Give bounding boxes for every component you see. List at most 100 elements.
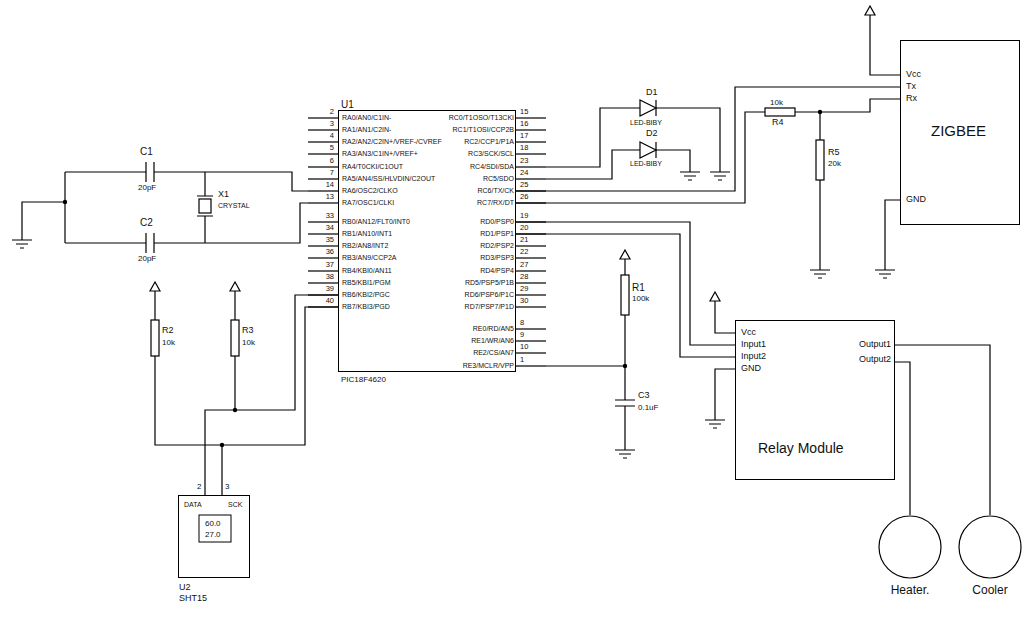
pin-name: RB4/KBI0/AN11 xyxy=(342,267,392,275)
part-label: 10k xyxy=(242,339,255,348)
pin-name: RC4/SDI/SDA xyxy=(470,163,514,171)
pin-stub xyxy=(516,221,546,222)
capacitor-symbol xyxy=(615,400,635,406)
vcc-symbol xyxy=(230,282,240,291)
part-label: LED-BIBY xyxy=(630,119,662,127)
zigbee-module: VccTxRxGNDZIGBEE xyxy=(900,40,1020,225)
pin-number: 17 xyxy=(520,132,528,140)
pin-stub xyxy=(308,141,338,142)
ground-symbol xyxy=(810,270,830,278)
pin-stub xyxy=(308,306,338,307)
pin-name: RA0/AN0/C1IN- xyxy=(342,114,391,122)
pin-number: 39 xyxy=(326,285,334,293)
part-label: R5 xyxy=(828,148,840,158)
resistor-symbol xyxy=(816,140,824,180)
part-label: D2 xyxy=(646,129,658,139)
signal-wire xyxy=(516,87,900,191)
junction-dot xyxy=(63,200,67,204)
pin-stub xyxy=(308,166,338,167)
signal-wire xyxy=(895,362,910,515)
resistor-symbol xyxy=(151,320,159,356)
led-symbol xyxy=(655,100,656,116)
circle-outline xyxy=(958,515,1022,579)
ground-symbol xyxy=(680,172,700,180)
pin-name: RB7/KBI3/PGD xyxy=(342,303,390,311)
node-text: Heater. xyxy=(891,584,930,597)
pin-stub xyxy=(308,190,338,191)
part-label: 20k xyxy=(828,160,841,169)
pin-number: 1 xyxy=(520,356,524,364)
pin-stub xyxy=(516,178,546,179)
part-label: R1 xyxy=(632,282,645,293)
pin-number: 16 xyxy=(520,120,528,128)
pin-number: 19 xyxy=(520,212,528,220)
pin-number: 20 xyxy=(520,224,528,232)
pin-stub xyxy=(516,153,546,154)
part-label: 10k xyxy=(770,99,783,108)
node-text: Input1 xyxy=(741,340,766,350)
pin-stub xyxy=(516,257,546,258)
pin-name: RD7/PSP7/P1D xyxy=(465,303,514,311)
pin-number: 38 xyxy=(326,273,334,281)
pin-stub xyxy=(516,294,546,295)
resistor-symbol xyxy=(231,320,239,356)
ground-symbol xyxy=(12,240,32,248)
ground-symbol xyxy=(705,420,725,428)
part-label: 20pF xyxy=(138,255,156,264)
junction-dot xyxy=(220,443,224,447)
vcc-symbol xyxy=(710,292,720,301)
pin-name: RE0/RD/AN5 xyxy=(473,325,514,333)
pin-number: 26 xyxy=(520,193,528,201)
pin-stub xyxy=(516,282,546,283)
node-text: DATA xyxy=(184,501,202,509)
node-text: Output1 xyxy=(859,340,891,350)
crystal-symbol xyxy=(197,172,213,243)
part-label: 0.1uF xyxy=(638,404,658,413)
pin-number: 34 xyxy=(326,224,334,232)
pin-name: RC0/T1OSO/T13CKI xyxy=(449,114,514,122)
pin-name: RB1/AN10/INT1 xyxy=(342,230,392,238)
pin-name: RD0/PSP0 xyxy=(480,218,514,226)
pin-name: RD4/PSP4 xyxy=(480,267,514,275)
pin-number: 29 xyxy=(520,285,528,293)
pin-name: RE3/MCLR/VPP xyxy=(463,362,514,370)
part-label: R3 xyxy=(242,326,254,336)
part-label: D1 xyxy=(646,88,658,98)
pin-name: RC5/SDO xyxy=(483,175,514,183)
pin-name: RA7/OSC1/CLKI xyxy=(342,199,394,207)
pin-name: RC6/TX/CK xyxy=(477,187,514,195)
wire xyxy=(819,112,820,270)
pin-number: 36 xyxy=(326,248,334,256)
part-label: C2 xyxy=(140,217,153,228)
pin-stub xyxy=(516,141,546,142)
wire xyxy=(546,150,640,179)
led-symbol xyxy=(655,142,656,158)
pin-stub xyxy=(516,340,546,341)
pin-name: RB2/AN8/INT2 xyxy=(342,242,388,250)
pin-number: 27 xyxy=(520,261,528,269)
junction-dot xyxy=(818,110,822,114)
pin-number: 6 xyxy=(330,157,334,165)
pin-name: RE2/CS/AN7 xyxy=(473,349,514,357)
part-label: 20pF xyxy=(138,184,156,193)
capacitor-symbol xyxy=(146,162,154,182)
signal-wire xyxy=(222,307,338,495)
pin-stub xyxy=(516,117,546,118)
pin-name: RA2/AN2/C2IN+/VREF-/CVREF xyxy=(342,138,442,146)
pin-stub xyxy=(516,352,546,353)
node-text: Vcc xyxy=(741,328,756,338)
wire xyxy=(65,203,308,243)
pin-number: 23 xyxy=(520,157,528,165)
pin-number: 24 xyxy=(520,169,528,177)
pin-stub xyxy=(308,294,338,295)
sensor-display xyxy=(199,515,231,542)
pin-number: 14 xyxy=(326,181,334,189)
pin-name: RB5/KBI1/PGM xyxy=(342,279,391,287)
wire xyxy=(65,172,308,191)
pin-number: 35 xyxy=(326,236,334,244)
node-text: Cooler xyxy=(972,584,1007,597)
pin-name: RD2/PSP2 xyxy=(480,242,514,250)
